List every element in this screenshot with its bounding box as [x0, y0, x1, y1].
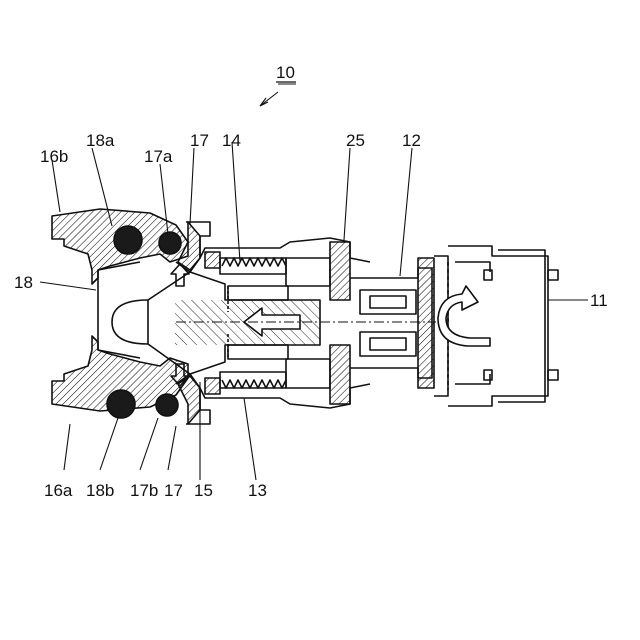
- rotation-arrow: [438, 286, 490, 346]
- spring-14-top: [222, 258, 286, 266]
- label-18a: 18a: [86, 131, 115, 150]
- dome-tip: [112, 300, 148, 344]
- label-10: 10: [276, 63, 295, 82]
- label-18: 18: [14, 273, 33, 292]
- leader-lines: [40, 84, 588, 480]
- label-14: 14: [222, 131, 241, 150]
- label-17-top: 17: [190, 131, 209, 150]
- roller-18b: [107, 390, 135, 418]
- label-25: 25: [346, 131, 365, 150]
- label-15: 15: [194, 481, 213, 500]
- label-17-bottom: 17: [164, 481, 183, 500]
- label-16a: 16a: [44, 481, 73, 500]
- label-17a: 17a: [144, 147, 173, 166]
- label-12: 12: [402, 131, 421, 150]
- roller-17b: [156, 394, 178, 416]
- label-18b: 18b: [86, 481, 114, 500]
- label-17b: 17b: [130, 481, 158, 500]
- spring-14-bottom: [222, 380, 286, 388]
- bearing-bottom: [360, 332, 416, 356]
- bearing-top: [360, 290, 416, 314]
- roller-18a: [114, 226, 142, 254]
- label-16b: 16b: [40, 147, 68, 166]
- motor-housing-11: [448, 246, 548, 406]
- reference-labels: 10 18a 16b 17a 17 14 25 12 18 11 16a 18b…: [14, 63, 608, 500]
- label-11: 11: [590, 291, 608, 310]
- label-13: 13: [248, 481, 267, 500]
- roller-17a: [159, 232, 181, 254]
